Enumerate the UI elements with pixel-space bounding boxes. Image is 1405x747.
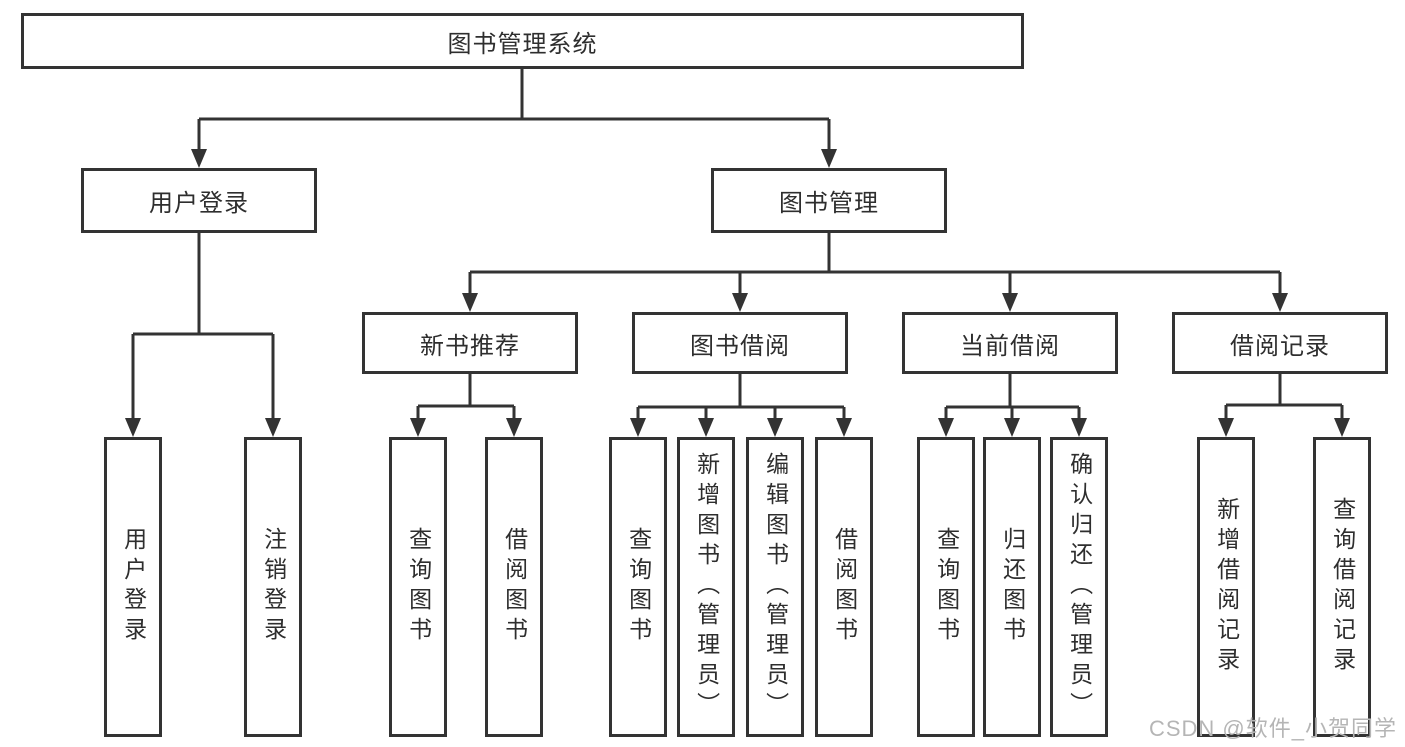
arrowheads — [125, 149, 1350, 437]
leaf-borrow-query-books-label: 查询图书 — [625, 527, 652, 647]
leaf-recommend-borrow-books-label: 借阅图书 — [501, 527, 528, 647]
leaf-add-books-admin-label: 新增图书（管理员） — [693, 452, 720, 722]
leaf-current-query-books: 查询图书 — [917, 437, 975, 737]
leaf-recommend-query-books: 查询图书 — [389, 437, 447, 737]
node-current-borrow: 当前借阅 — [902, 312, 1118, 374]
leaf-borrow-query-books: 查询图书 — [609, 437, 667, 737]
leaf-return-books-label: 归还图书 — [999, 527, 1026, 647]
arrow-shafts — [131, 119, 1344, 427]
node-borrow-records: 借阅记录 — [1172, 312, 1388, 374]
leaf-recommend-borrow-books: 借阅图书 — [485, 437, 543, 737]
leaf-query-borrow-record-label: 查询借阅记录 — [1329, 497, 1356, 677]
leaf-add-borrow-record: 新增借阅记录 — [1197, 437, 1255, 737]
node-book-borrow: 图书借阅 — [632, 312, 848, 374]
leaf-confirm-return-admin-label: 确认归还（管理员） — [1066, 452, 1093, 722]
node-user-login-label: 用户登录 — [149, 190, 249, 217]
node-borrow-records-label: 借阅记录 — [1230, 332, 1330, 360]
leaf-edit-books-admin: 编辑图书（管理员） — [746, 437, 804, 737]
leaf-add-books-admin: 新增图书（管理员） — [677, 437, 735, 737]
node-book-management: 图书管理 — [711, 168, 947, 233]
leaf-logout: 注销登录 — [244, 437, 302, 737]
watermark-text: CSDN @软件_小贺同学 — [1148, 716, 1397, 741]
node-user-login: 用户登录 — [81, 168, 317, 233]
leaf-return-books: 归还图书 — [983, 437, 1041, 737]
leaf-query-borrow-record: 查询借阅记录 — [1313, 437, 1371, 737]
leaf-borrow-books-label: 借阅图书 — [831, 527, 858, 647]
node-new-book-recommend-label: 新书推荐 — [420, 332, 520, 360]
leaf-edit-books-admin-label: 编辑图书（管理员） — [762, 452, 789, 722]
leaf-borrow-books: 借阅图书 — [815, 437, 873, 737]
node-root-label: 图书管理系统 — [447, 30, 598, 58]
node-book-borrow-label: 图书借阅 — [690, 332, 790, 360]
node-new-book-recommend: 新书推荐 — [362, 312, 578, 374]
leaf-confirm-return-admin: 确认归还（管理员） — [1050, 437, 1108, 737]
leaf-user-login-label: 用户登录 — [120, 527, 147, 647]
leaf-recommend-query-books-label: 查询图书 — [405, 527, 432, 647]
leaf-current-query-books-label: 查询图书 — [933, 527, 960, 647]
node-book-management-label: 图书管理 — [779, 190, 879, 217]
node-root: 图书管理系统 — [21, 13, 1024, 69]
node-current-borrow-label: 当前借阅 — [960, 332, 1060, 360]
leaf-add-borrow-record-label: 新增借阅记录 — [1213, 497, 1240, 677]
leaf-logout-label: 注销登录 — [260, 527, 287, 647]
leaf-user-login: 用户登录 — [104, 437, 162, 737]
connector-segments — [133, 69, 1342, 409]
